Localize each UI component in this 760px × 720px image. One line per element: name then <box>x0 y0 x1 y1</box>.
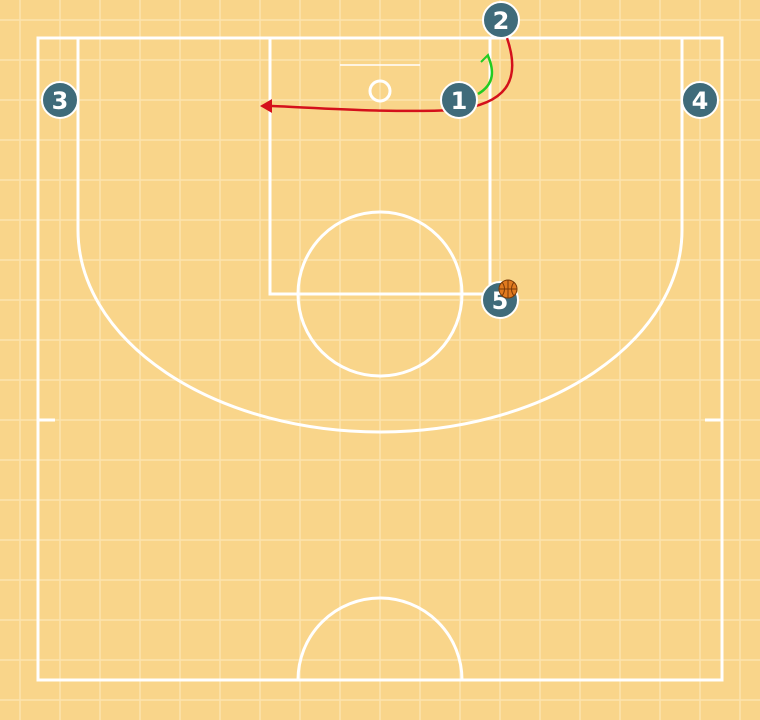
player-marker <box>681 81 719 119</box>
rim <box>368 79 392 103</box>
player-5[interactable]: 5 <box>481 279 519 319</box>
arrow-head-icon <box>260 99 272 113</box>
player-2-label: 2 <box>493 7 510 35</box>
player-1-label: 1 <box>451 87 468 115</box>
cut-arrow-icon <box>480 53 492 66</box>
center-circle <box>296 596 464 681</box>
player-marker <box>482 1 520 39</box>
player-4[interactable]: 4 <box>681 81 719 119</box>
players: 1 2 3 4 5 <box>41 1 719 319</box>
player-3[interactable]: 3 <box>41 81 79 119</box>
player-marker <box>440 81 478 119</box>
free-throw-circle <box>296 210 464 378</box>
basketball-icon <box>498 279 518 299</box>
court-lines <box>36 36 724 682</box>
paint-key <box>268 36 492 296</box>
player-3-label: 3 <box>52 87 69 115</box>
player-marker <box>41 81 79 119</box>
player-1[interactable]: 1 <box>440 81 478 119</box>
player-2[interactable]: 2 <box>482 1 520 39</box>
three-point-line <box>76 38 684 434</box>
player-4-label: 4 <box>692 87 709 115</box>
